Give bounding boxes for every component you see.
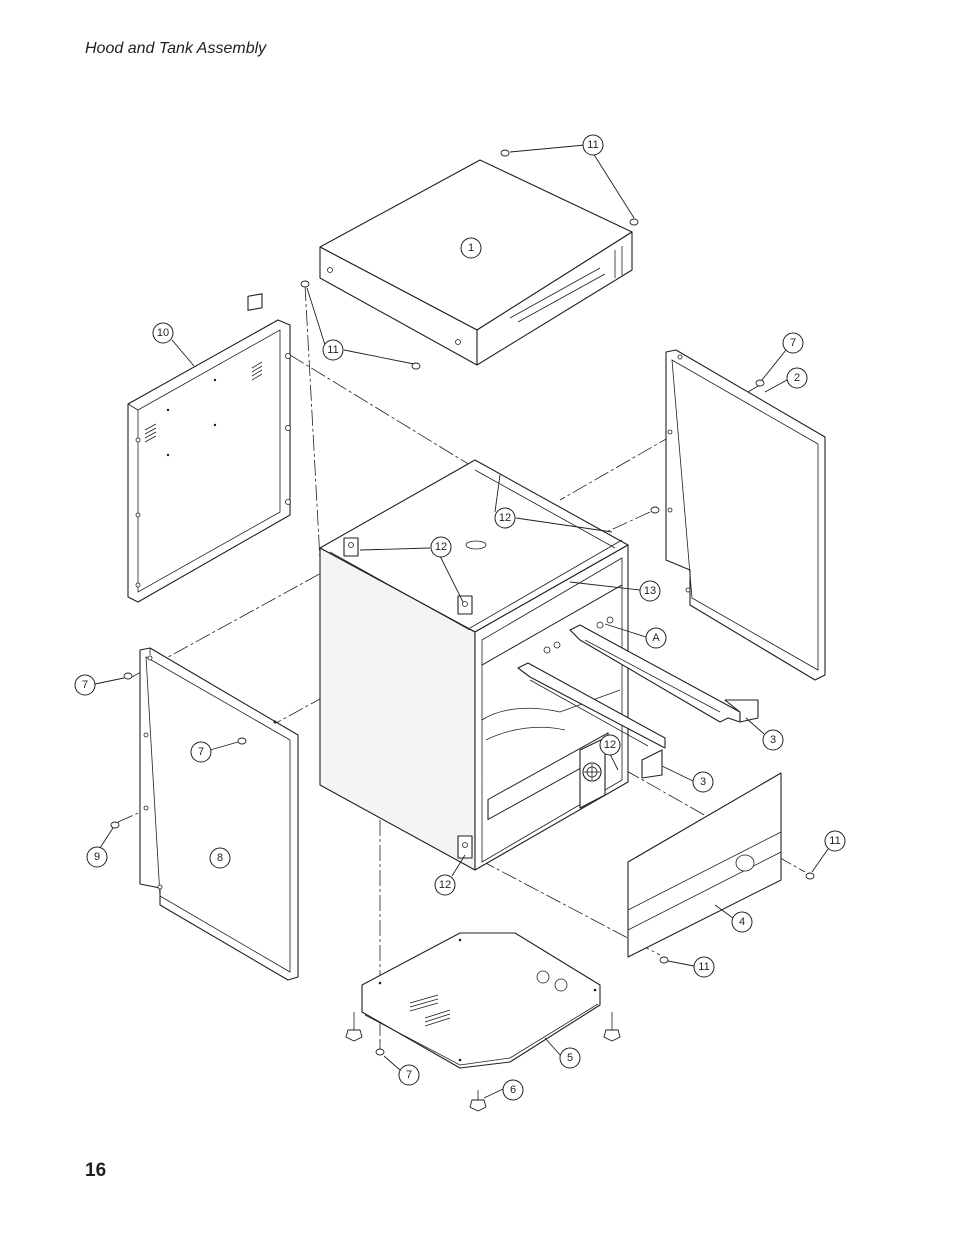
callout-11-bottom: 11 xyxy=(693,956,715,978)
foot-icon xyxy=(375,1040,385,1056)
callout-3-lower: 3 xyxy=(692,771,714,793)
svg-text:7: 7 xyxy=(790,337,796,349)
svg-text:12: 12 xyxy=(435,541,447,553)
callout-4: 4 xyxy=(731,911,753,933)
fasteners xyxy=(110,149,815,1112)
foot-icon xyxy=(603,1012,621,1042)
svg-text:8: 8 xyxy=(217,852,223,864)
callout-11-top: 11 xyxy=(582,134,604,156)
svg-text:5: 5 xyxy=(567,1052,573,1064)
callout-13: 13 xyxy=(639,580,661,602)
svg-text:11: 11 xyxy=(587,139,598,151)
svg-text:12: 12 xyxy=(604,739,616,751)
vent-slots xyxy=(144,361,263,443)
callout-7-left: 7 xyxy=(74,674,96,696)
right-panel-part-2 xyxy=(665,349,826,681)
page-number: 16 xyxy=(85,1160,107,1181)
callout-9: 9 xyxy=(86,846,108,868)
svg-text:7: 7 xyxy=(406,1069,412,1081)
callout-6: 6 xyxy=(502,1079,524,1101)
callout-7-right: 7 xyxy=(782,332,804,354)
screw-icon xyxy=(805,872,815,880)
screw-icon xyxy=(237,737,247,745)
callout-10: 10 xyxy=(152,322,174,344)
screw-icon xyxy=(659,956,669,964)
seal-part-13 xyxy=(469,539,623,629)
screw-icon xyxy=(110,821,120,829)
svg-text:12: 12 xyxy=(439,879,451,891)
left-panel-part-10 xyxy=(127,293,291,603)
svg-text:7: 7 xyxy=(82,679,88,691)
leader-lines xyxy=(94,144,829,1099)
screw-icon xyxy=(629,218,639,226)
callout-8: 8 xyxy=(209,847,231,869)
svg-text:2: 2 xyxy=(794,372,800,384)
svg-text:3: 3 xyxy=(770,734,776,746)
screw-icon xyxy=(755,379,765,387)
svg-text:13: 13 xyxy=(644,585,656,597)
callout-11-right: 11 xyxy=(824,830,846,852)
callout-7-base: 7 xyxy=(398,1064,420,1086)
screw-icon xyxy=(123,672,133,680)
svg-text:10: 10 xyxy=(157,327,169,339)
callout-11-hood: 11 xyxy=(322,339,344,361)
tank-body xyxy=(319,459,629,871)
screw-icon xyxy=(650,506,660,514)
svg-text:1: 1 xyxy=(468,242,474,254)
callout-3-upper: 3 xyxy=(762,729,784,751)
page-title: Hood and Tank Assembly xyxy=(85,40,267,57)
svg-text:4: 4 xyxy=(739,916,745,928)
screw-icon xyxy=(300,280,310,288)
svg-text:11: 11 xyxy=(327,344,338,356)
svg-text:7: 7 xyxy=(198,746,204,758)
hood-top-part-1 xyxy=(319,159,633,366)
svg-text:3: 3 xyxy=(700,776,706,788)
callout-2: 2 xyxy=(786,367,808,389)
callout-1: 1 xyxy=(460,237,482,259)
svg-text:9: 9 xyxy=(94,851,100,863)
callout-12-right: 12 xyxy=(599,734,621,756)
svg-text:11: 11 xyxy=(829,835,840,847)
callout-A: A xyxy=(645,627,667,649)
screw-icon xyxy=(411,362,421,370)
callout-12-top: 12 xyxy=(494,507,516,529)
foot-icon xyxy=(345,1012,363,1042)
front-panel-part-4 xyxy=(627,772,782,958)
callout-7-panel: 7 xyxy=(190,741,212,763)
base-slots xyxy=(409,994,451,1027)
callout-12-left: 12 xyxy=(430,536,452,558)
svg-text:6: 6 xyxy=(510,1084,516,1096)
screw-icon xyxy=(500,149,510,157)
callout-5: 5 xyxy=(559,1047,581,1069)
side-panel-part-8 xyxy=(139,647,299,981)
rails-part-3 xyxy=(517,616,759,779)
callout-12-bottom: 12 xyxy=(434,874,456,896)
base-plate-part-5 xyxy=(361,932,601,1069)
foot-icon xyxy=(469,1090,487,1112)
svg-text:A: A xyxy=(652,632,660,644)
svg-text:11: 11 xyxy=(698,961,709,973)
svg-text:12: 12 xyxy=(499,512,511,524)
